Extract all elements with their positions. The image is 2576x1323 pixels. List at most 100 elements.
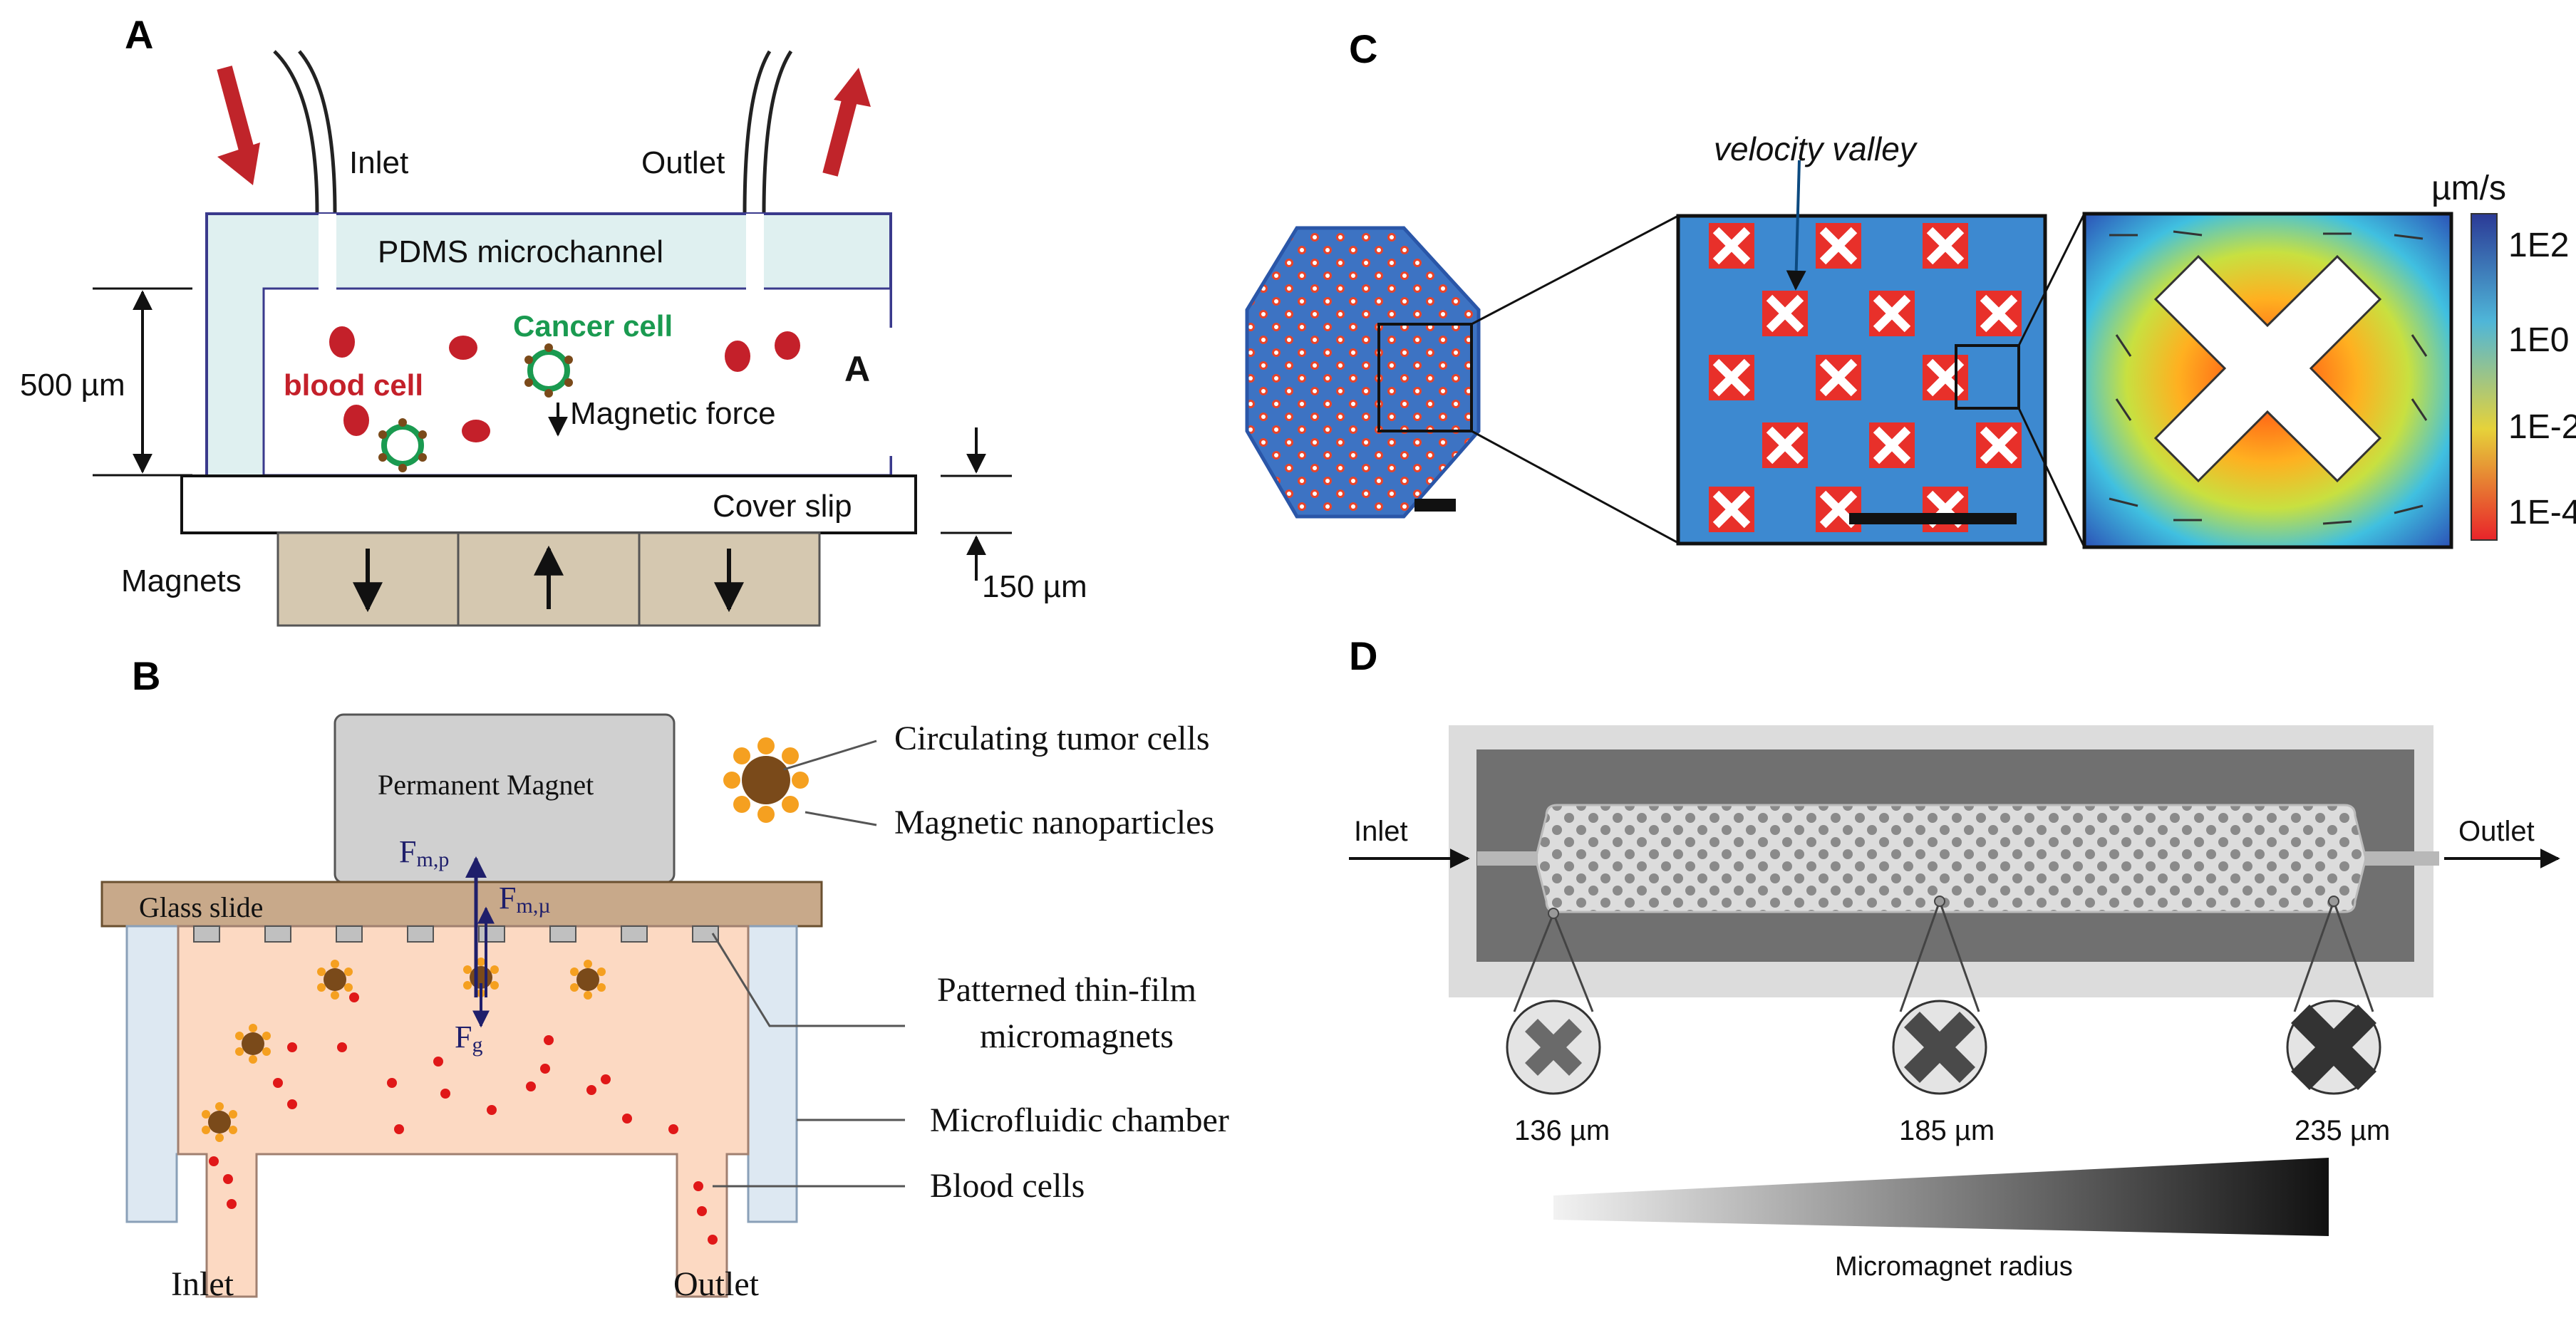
zoom-line xyxy=(2017,213,2086,346)
cancer-cell-captured xyxy=(378,418,427,472)
callout-origin xyxy=(1548,908,1559,919)
micromagnet-235 xyxy=(2286,1000,2381,1095)
scale-bar-2 xyxy=(1849,513,2017,524)
thin-film-micromagnets xyxy=(193,925,719,943)
callout-line xyxy=(1938,901,1980,1012)
zoom-line xyxy=(1471,430,1679,544)
inlet-label-b: Inlet xyxy=(171,1265,234,1303)
micromagnet-array-chamber xyxy=(1534,804,2367,913)
colorbar-tick: 1E-2 xyxy=(2508,408,2576,446)
tumor-cell xyxy=(317,960,353,1000)
inlet-label-d: Inlet xyxy=(1354,816,1408,847)
leader-line xyxy=(711,933,905,1027)
outlet-port xyxy=(746,214,764,291)
ctc-label: Circulating tumor cells xyxy=(894,720,1210,757)
micromagnets-label-2: micromagnets xyxy=(980,1017,1174,1055)
cover-slip-label: Cover slip xyxy=(713,489,852,524)
chamber-label: Microfluidic chamber xyxy=(930,1101,1229,1139)
panel-c-letter: C xyxy=(1349,26,1377,71)
pdms-label: PDMS microchannel xyxy=(378,234,663,269)
force-magnet-label: Fm,p xyxy=(399,834,449,871)
glass-slide-label: Glass slide xyxy=(139,891,263,923)
radius-gradient-wedge xyxy=(1553,1158,2329,1236)
tumor-cell xyxy=(235,1024,271,1064)
glass-slide xyxy=(100,881,823,928)
velocity-chip xyxy=(1245,226,1481,519)
magnets-label: Magnets xyxy=(121,564,242,598)
outlet-flow-arrow-head xyxy=(834,68,871,107)
callout-line xyxy=(1513,913,1555,1012)
outlet-label-d: Outlet xyxy=(2458,816,2535,847)
outlet-flow-arrow xyxy=(822,90,859,177)
blood-cells-b xyxy=(209,992,718,1245)
blood-cell xyxy=(329,326,355,358)
radius-185-label: 185 µm xyxy=(1899,1115,1995,1146)
legend-tumor-cell-icon xyxy=(723,737,809,823)
inlet-tube-left xyxy=(273,50,319,214)
cancer-cell-label: Cancer cell xyxy=(513,309,673,343)
leader-line xyxy=(783,740,877,771)
panel-d-letter: D xyxy=(1349,633,1377,678)
panel-a-letter: A xyxy=(125,12,153,57)
inlet-flow-arrow xyxy=(217,66,257,162)
callout-origin xyxy=(2328,896,2339,907)
blood-cell xyxy=(725,341,750,372)
outlet-label-b: Outlet xyxy=(673,1265,760,1303)
force-gravity-label: Fg xyxy=(455,1020,482,1057)
micromagnets-label-1: Patterned thin-film xyxy=(937,971,1196,1009)
scale-bar-1 xyxy=(1414,499,1456,512)
callout-origin xyxy=(1934,896,1945,907)
outlet-tube-left xyxy=(743,50,772,214)
callout-line xyxy=(2332,901,2374,1012)
colorbar-tick: 1E-4 xyxy=(2508,494,2576,531)
colorbar-tick: 1E0 xyxy=(2508,321,2569,359)
blood-cell xyxy=(343,405,369,436)
panel-c: C velocity val xyxy=(1245,26,2576,549)
blood-cell xyxy=(462,420,490,442)
nanoparticle-label: Magnetic nanoparticles xyxy=(894,804,1214,841)
side-notch xyxy=(827,328,898,456)
blood-cell xyxy=(449,336,477,360)
outlet-label: Outlet xyxy=(641,145,725,180)
micromagnet-185 xyxy=(1892,1000,1987,1095)
colorbar-unit: µm/s xyxy=(2431,170,2506,207)
section-marker: A xyxy=(844,349,870,389)
panel-b-letter: B xyxy=(132,653,160,698)
force-micromagnet-label: Fm,µ xyxy=(499,881,551,918)
leader-line xyxy=(805,811,877,826)
blood-cell xyxy=(775,331,800,360)
zoom-line xyxy=(1471,214,1679,326)
height-label: 500 µm xyxy=(20,368,125,403)
radius-136-label: 136 µm xyxy=(1514,1115,1610,1146)
velocity-valley-label: velocity valley xyxy=(1714,130,1918,167)
zoom-box-2 xyxy=(1955,344,2020,410)
radius-axis-label: Micromagnet radius xyxy=(1835,1252,2073,1282)
radius-235-label: 235 µm xyxy=(2295,1115,2390,1146)
colorbar xyxy=(2471,213,2498,541)
callout-line xyxy=(1899,901,1941,1012)
micromagnet-flow-array xyxy=(1709,223,2022,532)
zoom-box-1 xyxy=(1377,323,1473,432)
colorbar-tick: 1E2 xyxy=(2508,227,2569,264)
callout-line xyxy=(2293,901,2335,1012)
blood-cell-label: blood cell xyxy=(284,368,423,402)
blood-cells-label: Blood cells xyxy=(930,1167,1085,1205)
blood-flow-region xyxy=(177,925,750,1298)
tumor-cell xyxy=(202,1102,237,1142)
panel-a: A PDMS microchannel Inlet Outlet xyxy=(20,12,1087,627)
panel-b: B Permanent Magnet Glass slide xyxy=(100,653,1229,1303)
inlet-tube-right xyxy=(298,50,337,214)
micromagnet-136 xyxy=(1506,1000,1601,1095)
magnetic-force-label: Magnetic force xyxy=(570,396,776,431)
micromagnet-cross xyxy=(2153,254,2382,483)
outlet-tube-right xyxy=(762,50,793,214)
callout-line xyxy=(1552,913,1594,1012)
outlet-tube xyxy=(2364,851,2439,866)
cancer-cell xyxy=(524,343,573,398)
inlet-port xyxy=(319,214,336,291)
inlet-tube xyxy=(1477,851,1538,866)
cover-slip xyxy=(180,474,917,534)
zoom-line xyxy=(2017,408,2086,548)
inlet-label: Inlet xyxy=(349,145,408,180)
